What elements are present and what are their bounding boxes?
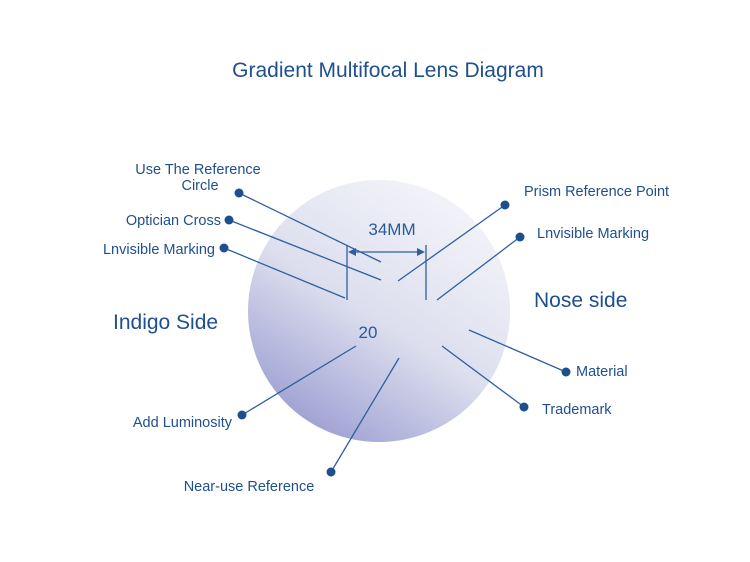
callout-label: Prism Reference Point (524, 184, 669, 200)
callout-add-luminosity: Add Luminosity (133, 345, 357, 431)
lens-circle (248, 180, 510, 442)
nose-side-label: Nose side (534, 289, 627, 312)
callout-dot (500, 200, 510, 210)
callout-label: Material (576, 364, 628, 380)
callout-use-reference: Use The Reference Circle (135, 162, 382, 263)
callout-label: Add Luminosity (133, 415, 233, 431)
callout-label: Trademark (542, 402, 612, 418)
measurement-label: 34MM (368, 220, 415, 239)
measurement-bracket (346, 245, 427, 300)
diagram-title: Gradient Multifocal Lens Diagram (232, 59, 544, 82)
indigo-side-label: Indigo Side (113, 311, 218, 334)
callout-dot (237, 410, 247, 420)
callout-dot (326, 467, 336, 477)
callout-optician-cross: Optician Cross (126, 213, 382, 281)
callout-dot (515, 232, 525, 242)
callout-label: Use The Reference (135, 162, 260, 178)
callout-dot (234, 188, 244, 198)
add-value: 20 (359, 323, 378, 342)
callout-dot (224, 215, 234, 225)
callout-dot (219, 243, 229, 253)
callout-material: Material (468, 329, 628, 380)
callout-label: Circle (181, 178, 218, 194)
callout-trademark: Trademark (441, 345, 612, 418)
callout-label: Lnvisible Marking (103, 242, 215, 258)
callout-invisible-marking-left: Lnvisible Marking (103, 242, 346, 299)
callout-invisible-marking-right: Lnvisible Marking (436, 226, 649, 301)
callout-near-use-reference: Near-use Reference (184, 357, 400, 495)
callout-label: Near-use Reference (184, 479, 315, 495)
callout-dot (561, 367, 571, 377)
callout-prism-reference-point: Prism Reference Point (397, 184, 669, 282)
callout-dot (519, 402, 529, 412)
callout-label: Optician Cross (126, 213, 221, 229)
callout-label: Lnvisible Marking (537, 226, 649, 242)
